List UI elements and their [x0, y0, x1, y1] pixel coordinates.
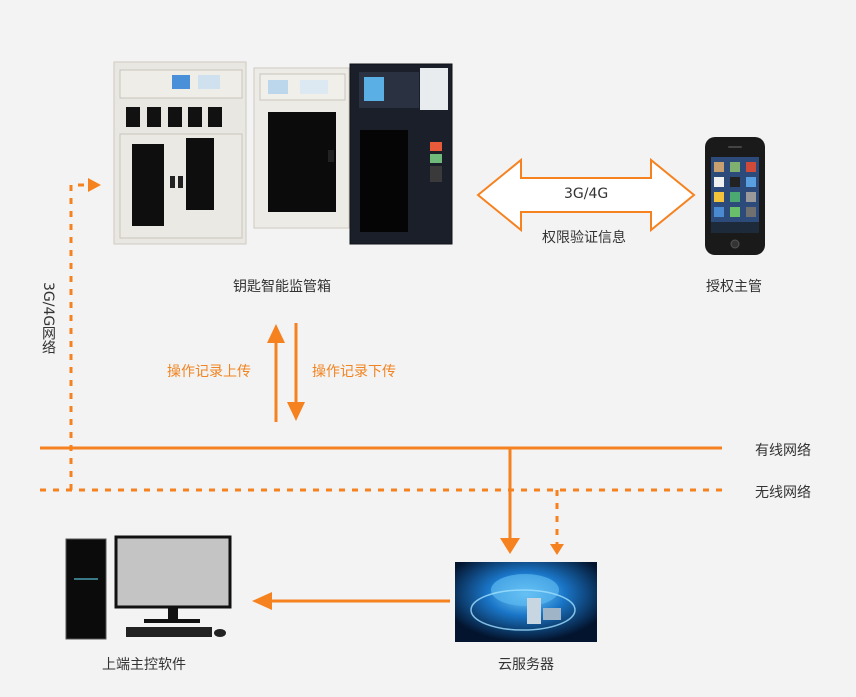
smartphone-icon — [705, 137, 765, 255]
download-label: 操作记录下传 — [312, 364, 396, 380]
upload-arrowhead — [267, 324, 285, 343]
key-cabinet-label: 钥匙智能监管箱 — [233, 279, 331, 295]
phone-link-bottom-label: 权限验证信息 — [542, 230, 626, 246]
desktop-computer-label: 上端主控软件 — [102, 657, 186, 673]
upload-label: 操作记录上传 — [167, 364, 251, 380]
phone-link-top-label: 3G/4G — [564, 186, 609, 202]
key-cabinet-icon — [113, 61, 453, 245]
cloud-server-label: 云服务器 — [498, 657, 554, 673]
legend-wired-label: 有线网络 — [755, 443, 811, 459]
phone-label: 授权主管 — [706, 279, 762, 295]
mobile-network-arrowhead — [88, 178, 101, 192]
mobile-network-label: 3G/4G网络 — [40, 282, 56, 355]
phone-link-double-arrow — [476, 157, 696, 233]
cloud-server-group[interactable] — [455, 562, 597, 642]
wired-drop-arrowhead — [500, 538, 520, 554]
desktop-computer-group[interactable] — [62, 535, 232, 641]
mobile-network-path — [69, 183, 90, 490]
cloud-server-icon — [455, 562, 597, 642]
wireless-drop-arrowhead — [550, 544, 564, 555]
key-cabinet-group[interactable] — [112, 58, 464, 248]
phone-group[interactable] — [702, 135, 768, 257]
desktop-computer-icon — [65, 535, 232, 640]
legend-wireless-label: 无线网络 — [755, 485, 811, 501]
cloud-to-pc-arrowhead — [252, 592, 272, 610]
download-arrowhead — [287, 402, 305, 421]
